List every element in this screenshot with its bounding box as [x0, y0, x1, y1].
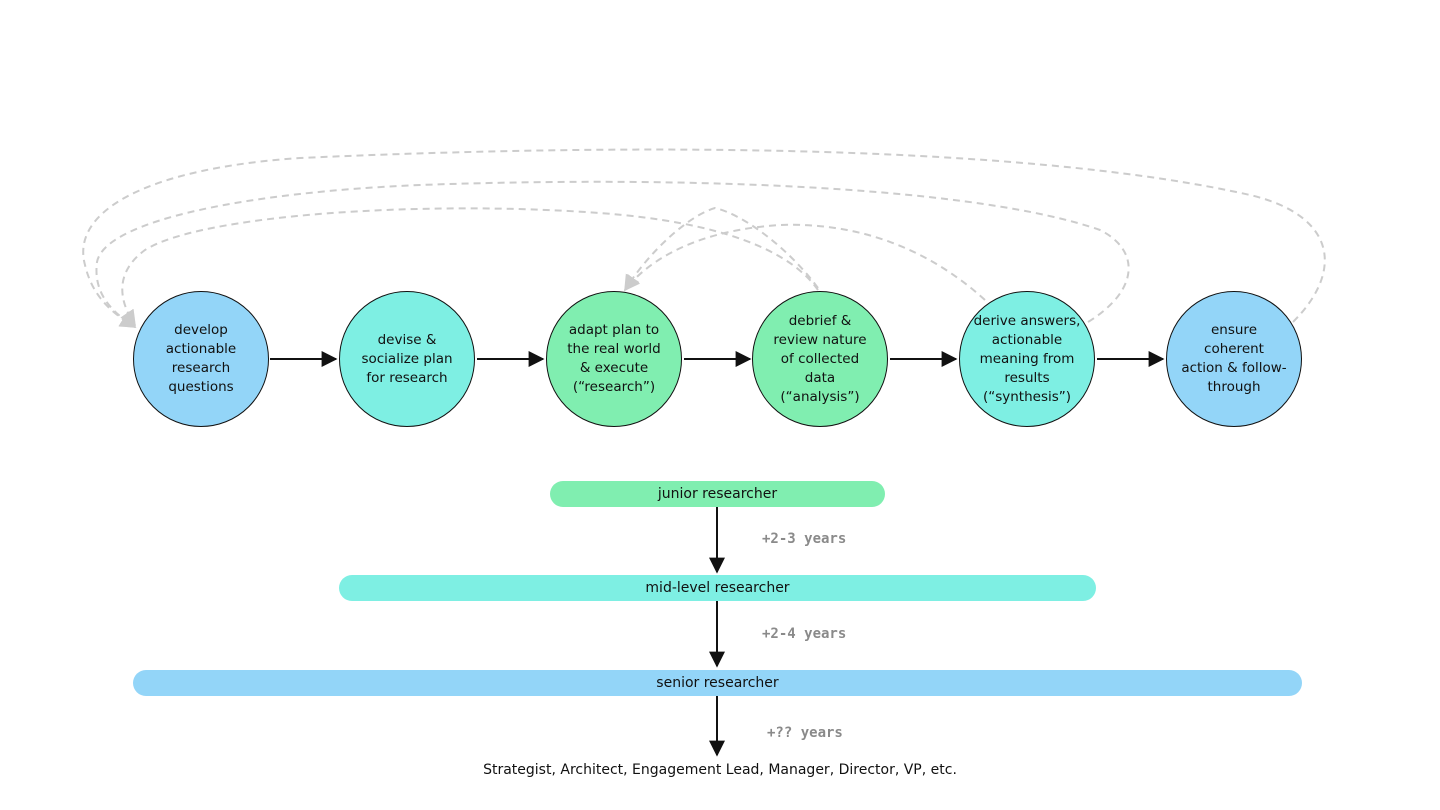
node-label: devise & socialize plan for research [361, 331, 453, 386]
node-develop-questions: develop actionable research questions [133, 291, 269, 427]
node-debrief-analysis: debrief & review nature of collected dat… [752, 291, 888, 427]
node-ensure-followthrough: ensure coherent action & follow- through [1166, 291, 1302, 427]
years-mid-to-senior: +2-4 years [762, 626, 847, 642]
level-label-senior: senior researcher [656, 675, 779, 691]
feedback-arrow-4-to-3 [624, 206, 819, 292]
node-label: adapt plan to the real world & execute (… [567, 322, 661, 395]
level-bar-senior: senior researcher [133, 670, 1302, 696]
level-label-mid: mid-level researcher [645, 580, 790, 596]
level-label-junior: junior researcher [657, 486, 778, 502]
feedback-arrow-5-to-1 [95, 180, 1130, 328]
final-roles: Strategist, Architect, Engagement Lead, … [483, 762, 957, 778]
node-label: debrief & review nature of collected dat… [773, 312, 867, 405]
node-adapt-execute: adapt plan to the real world & execute (… [546, 291, 682, 427]
node-label: develop actionable research questions [165, 322, 237, 395]
node-devise-plan: devise & socialize plan for research [339, 291, 475, 427]
level-bar-mid: mid-level researcher [339, 575, 1096, 601]
years-junior-to-mid: +2-3 years [762, 531, 847, 547]
level-bar-junior: junior researcher [550, 481, 885, 507]
node-derive-synthesis: derive answers, actionable meaning from … [959, 291, 1095, 427]
feedback-arrow-6-to-1 [82, 148, 1326, 328]
years-senior-to-next: +?? years [767, 725, 843, 741]
feedback-arrow-5-to-3 [624, 223, 986, 301]
node-label: derive answers, actionable meaning from … [973, 312, 1081, 405]
node-label: ensure coherent action & follow- through [1181, 322, 1287, 395]
